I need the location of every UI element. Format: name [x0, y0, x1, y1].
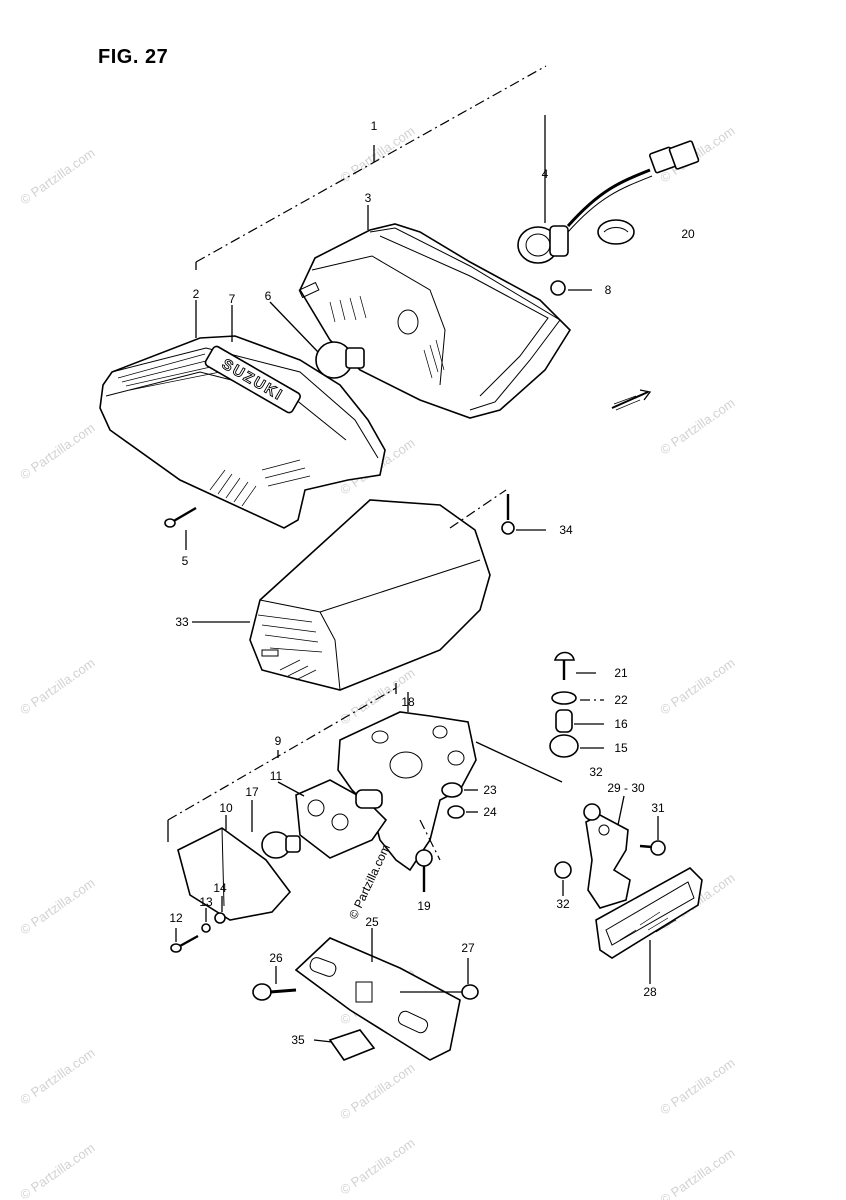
watermark-vertical: © Partzilla.com — [346, 842, 393, 921]
leader-32a — [475, 741, 563, 783]
callout-6: 6 — [265, 289, 272, 303]
figure-title: FIG. 27 — [98, 46, 169, 68]
cushion-35 — [328, 1029, 376, 1061]
washer-upper — [583, 803, 601, 821]
screw-31 — [639, 840, 666, 856]
watermark-text: © Partzilla.com — [337, 1135, 417, 1198]
nut-23 — [441, 782, 463, 798]
callout-9: 9 — [275, 734, 282, 748]
callout-14: 14 — [213, 881, 227, 895]
callout-5: 5 — [182, 554, 189, 568]
collar-16 — [555, 709, 573, 733]
callout-22: 22 — [614, 693, 628, 707]
callout-13: 13 — [199, 895, 213, 909]
watermark-text: © Partzilla.com — [337, 1060, 417, 1123]
watermark-text: © Partzilla.com — [657, 1055, 737, 1118]
callout-4: 4 — [542, 167, 549, 181]
screw-12 — [170, 934, 199, 953]
license-plate-bracket — [294, 937, 461, 1061]
watermark-text: © Partzilla.com — [657, 655, 737, 718]
leader-11 — [277, 781, 305, 797]
callout-19: 19 — [417, 899, 431, 913]
reflector-bracket — [585, 814, 631, 909]
callout-24: 24 — [483, 805, 497, 819]
screw-5 — [164, 506, 197, 528]
watermark-text: © Partzilla.com — [17, 655, 97, 718]
rear-cover — [249, 499, 491, 691]
callout-3: 3 — [365, 191, 372, 205]
front-direction-arrow — [611, 389, 652, 411]
callout-1: 1 — [371, 119, 378, 133]
callout-35: 35 — [291, 1033, 305, 1047]
washer-22 — [551, 691, 577, 705]
callout-2: 2 — [193, 287, 200, 301]
bolt-19 — [415, 849, 433, 892]
license-lens — [177, 827, 292, 921]
washer-13 — [201, 923, 211, 933]
nut-24 — [447, 805, 465, 819]
link-dash — [419, 819, 441, 861]
watermark-text: © Partzilla.com — [17, 1045, 97, 1108]
callout-2930: 29 - 30 — [607, 781, 645, 795]
callout-28: 28 — [643, 985, 657, 999]
callout-23: 23 — [483, 783, 497, 797]
nut-8 — [550, 280, 592, 296]
leader-2930 — [617, 795, 625, 826]
callout-32a: 32 — [589, 765, 603, 779]
tail-light-lens: SUZUKI — [99, 335, 386, 529]
bolt-21 — [553, 651, 575, 680]
nut-27 — [461, 984, 479, 1000]
license-bulb — [261, 831, 301, 859]
rear-reflector — [595, 867, 703, 959]
bolt-26 — [252, 983, 297, 1001]
tail-light-housing — [298, 223, 572, 419]
callout-16: 16 — [614, 717, 628, 731]
license-assembly-bracket — [167, 687, 397, 821]
license-light-socket — [295, 779, 388, 859]
callout-32b: 32 — [556, 897, 570, 911]
bulb-socket-harness — [517, 140, 700, 264]
callout-33: 33 — [175, 615, 189, 629]
callout-34: 34 — [559, 523, 573, 537]
callout-17: 17 — [245, 785, 259, 799]
washer-32 — [554, 861, 572, 879]
grommet-20 — [597, 219, 635, 245]
watermark-text: © Partzilla.com — [17, 1140, 97, 1200]
callout-10: 10 — [219, 801, 233, 815]
bolt-34 — [449, 489, 546, 535]
callout-8: 8 — [605, 283, 612, 297]
callout-27: 27 — [461, 941, 475, 955]
cushion-15 — [549, 734, 579, 758]
watermark-text: © Partzilla.com — [17, 145, 97, 208]
washer-14 — [214, 912, 226, 924]
callout-11: 11 — [270, 769, 283, 783]
callout-labels: 1234567891011121314151617181920212223242… — [169, 119, 695, 1047]
leader-35 — [313, 1039, 333, 1043]
callout-25: 25 — [365, 915, 379, 929]
callout-18: 18 — [401, 695, 415, 709]
leader-6 — [269, 301, 319, 353]
bulb — [315, 341, 365, 379]
watermark-text: © Partzilla.com — [657, 395, 737, 458]
callout-7: 7 — [229, 292, 236, 306]
watermark-text: © Partzilla.com — [657, 1145, 737, 1200]
callout-21: 21 — [614, 666, 628, 680]
callout-12: 12 — [169, 911, 183, 925]
watermark-text: © Partzilla.com — [17, 420, 97, 483]
callout-20: 20 — [681, 227, 695, 241]
watermark-text: © Partzilla.com — [17, 875, 97, 938]
callout-15: 15 — [614, 741, 628, 755]
callout-31: 31 — [651, 801, 665, 815]
assembly-bracket-line — [195, 65, 547, 263]
callout-26: 26 — [269, 951, 283, 965]
